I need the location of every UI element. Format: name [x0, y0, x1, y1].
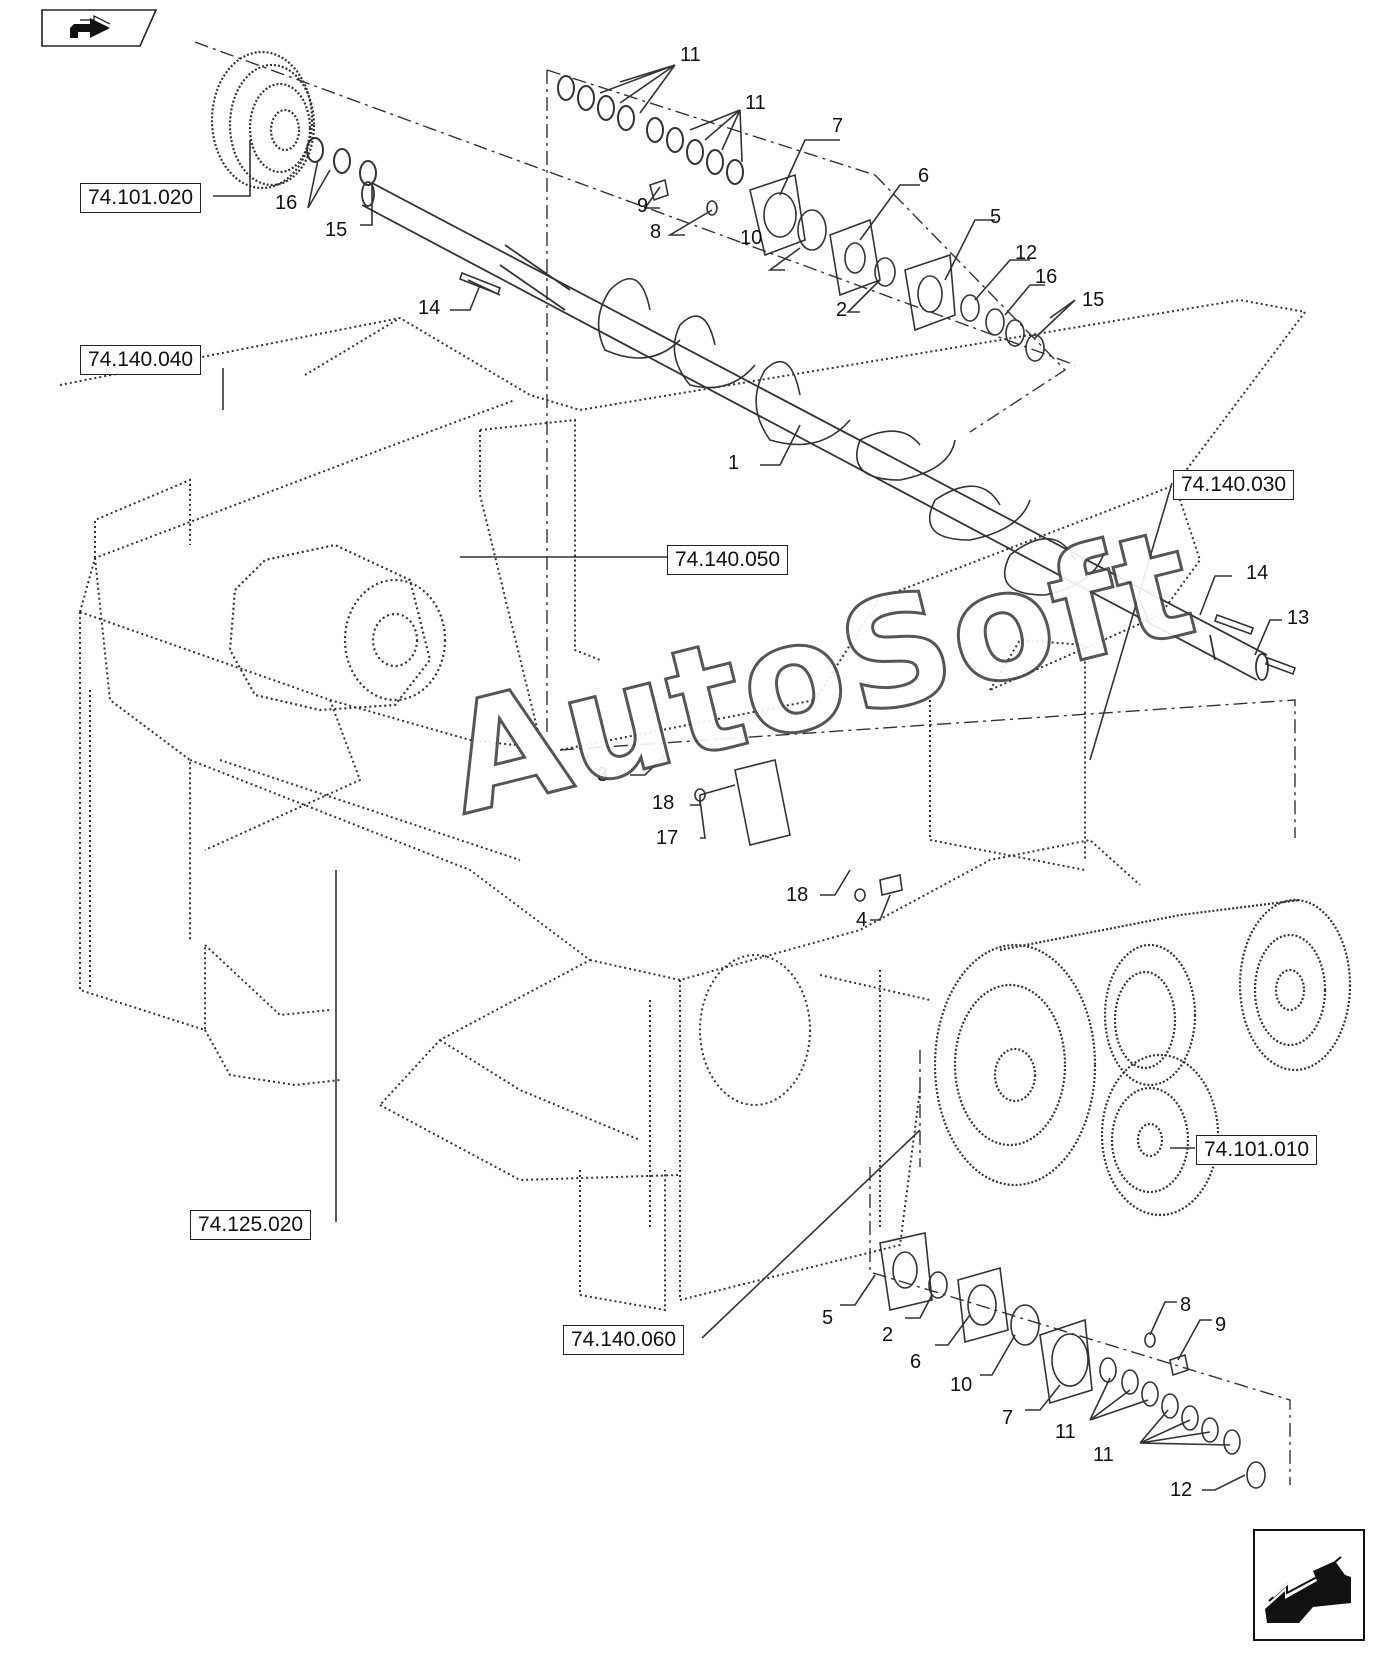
callout-10: 10 — [740, 227, 763, 249]
callout-8: 8 — [650, 221, 662, 243]
callout-14: 14 — [418, 297, 441, 319]
ref-box-74-140-050[interactable]: 74.140.050 — [667, 545, 789, 575]
drive-sprocket — [228, 543, 447, 712]
bearing-flanges-bottom — [879, 1232, 1266, 1489]
callout-12: 12 — [1015, 242, 1038, 264]
callout-11: 11 — [680, 44, 701, 66]
callout-8: 8 — [1180, 1294, 1192, 1316]
callout-4: 4 — [856, 909, 868, 931]
callout-11: 11 — [1093, 1444, 1114, 1466]
bracket-17 — [694, 759, 903, 902]
callout-16: 16 — [275, 192, 298, 214]
callout-14: 14 — [1246, 562, 1269, 584]
callout-17: 17 — [656, 827, 679, 849]
ref-box-74-140-060[interactable]: 74.140.060 — [563, 1325, 685, 1355]
callout-15: 15 — [1082, 289, 1105, 311]
callout-7: 7 — [1002, 1407, 1014, 1429]
callout-18: 18 — [786, 884, 809, 906]
snap-rings-top — [306, 75, 744, 186]
callout-6: 6 — [918, 165, 930, 187]
drive-pulley-top — [210, 50, 316, 190]
callout-13: 13 — [1287, 607, 1310, 629]
ref-box-74-140-030[interactable]: 74.140.030 — [1173, 470, 1295, 500]
auger-shaft — [361, 181, 1269, 681]
callout-10: 10 — [950, 1374, 973, 1396]
ref-box-74-101-020[interactable]: 74.101.020 — [80, 183, 202, 213]
callout-2: 2 — [882, 1324, 894, 1346]
callout-7: 7 — [832, 115, 844, 137]
bearing-flanges-top — [467, 173, 1045, 362]
callout-5: 5 — [990, 206, 1002, 228]
callout-18: 18 — [652, 792, 675, 814]
callout-11: 11 — [745, 92, 766, 114]
callout-11: 11 — [1055, 1421, 1076, 1443]
gear-train — [933, 898, 1352, 1217]
callout-2: 2 — [836, 299, 848, 321]
callout-12: 12 — [1170, 1479, 1193, 1501]
ref-box-74-140-040[interactable]: 74.140.040 — [80, 345, 202, 375]
callout-5: 5 — [822, 1307, 834, 1329]
back-arrow-icon[interactable] — [40, 8, 158, 48]
assembly-centerlines — [194, 41, 1296, 1485]
keys — [459, 271, 1297, 676]
callout-6: 6 — [910, 1351, 922, 1373]
callout-9: 9 — [637, 195, 649, 217]
callout-3: 3 — [597, 764, 609, 786]
next-arrow-icon[interactable] — [1253, 1529, 1365, 1641]
ref-box-74-101-010[interactable]: 74.101.010 — [1196, 1135, 1318, 1165]
header-frame — [59, 298, 1306, 1312]
ref-box-74-125-020[interactable]: 74.125.020 — [190, 1210, 312, 1240]
callout-1: 1 — [728, 452, 740, 474]
callout-9: 9 — [1215, 1314, 1227, 1336]
callout-15: 15 — [325, 219, 348, 241]
cover-disc — [649, 954, 881, 1230]
callout-16: 16 — [1035, 266, 1058, 288]
inner-housing — [94, 317, 401, 558]
auger-flights — [597, 278, 1106, 596]
